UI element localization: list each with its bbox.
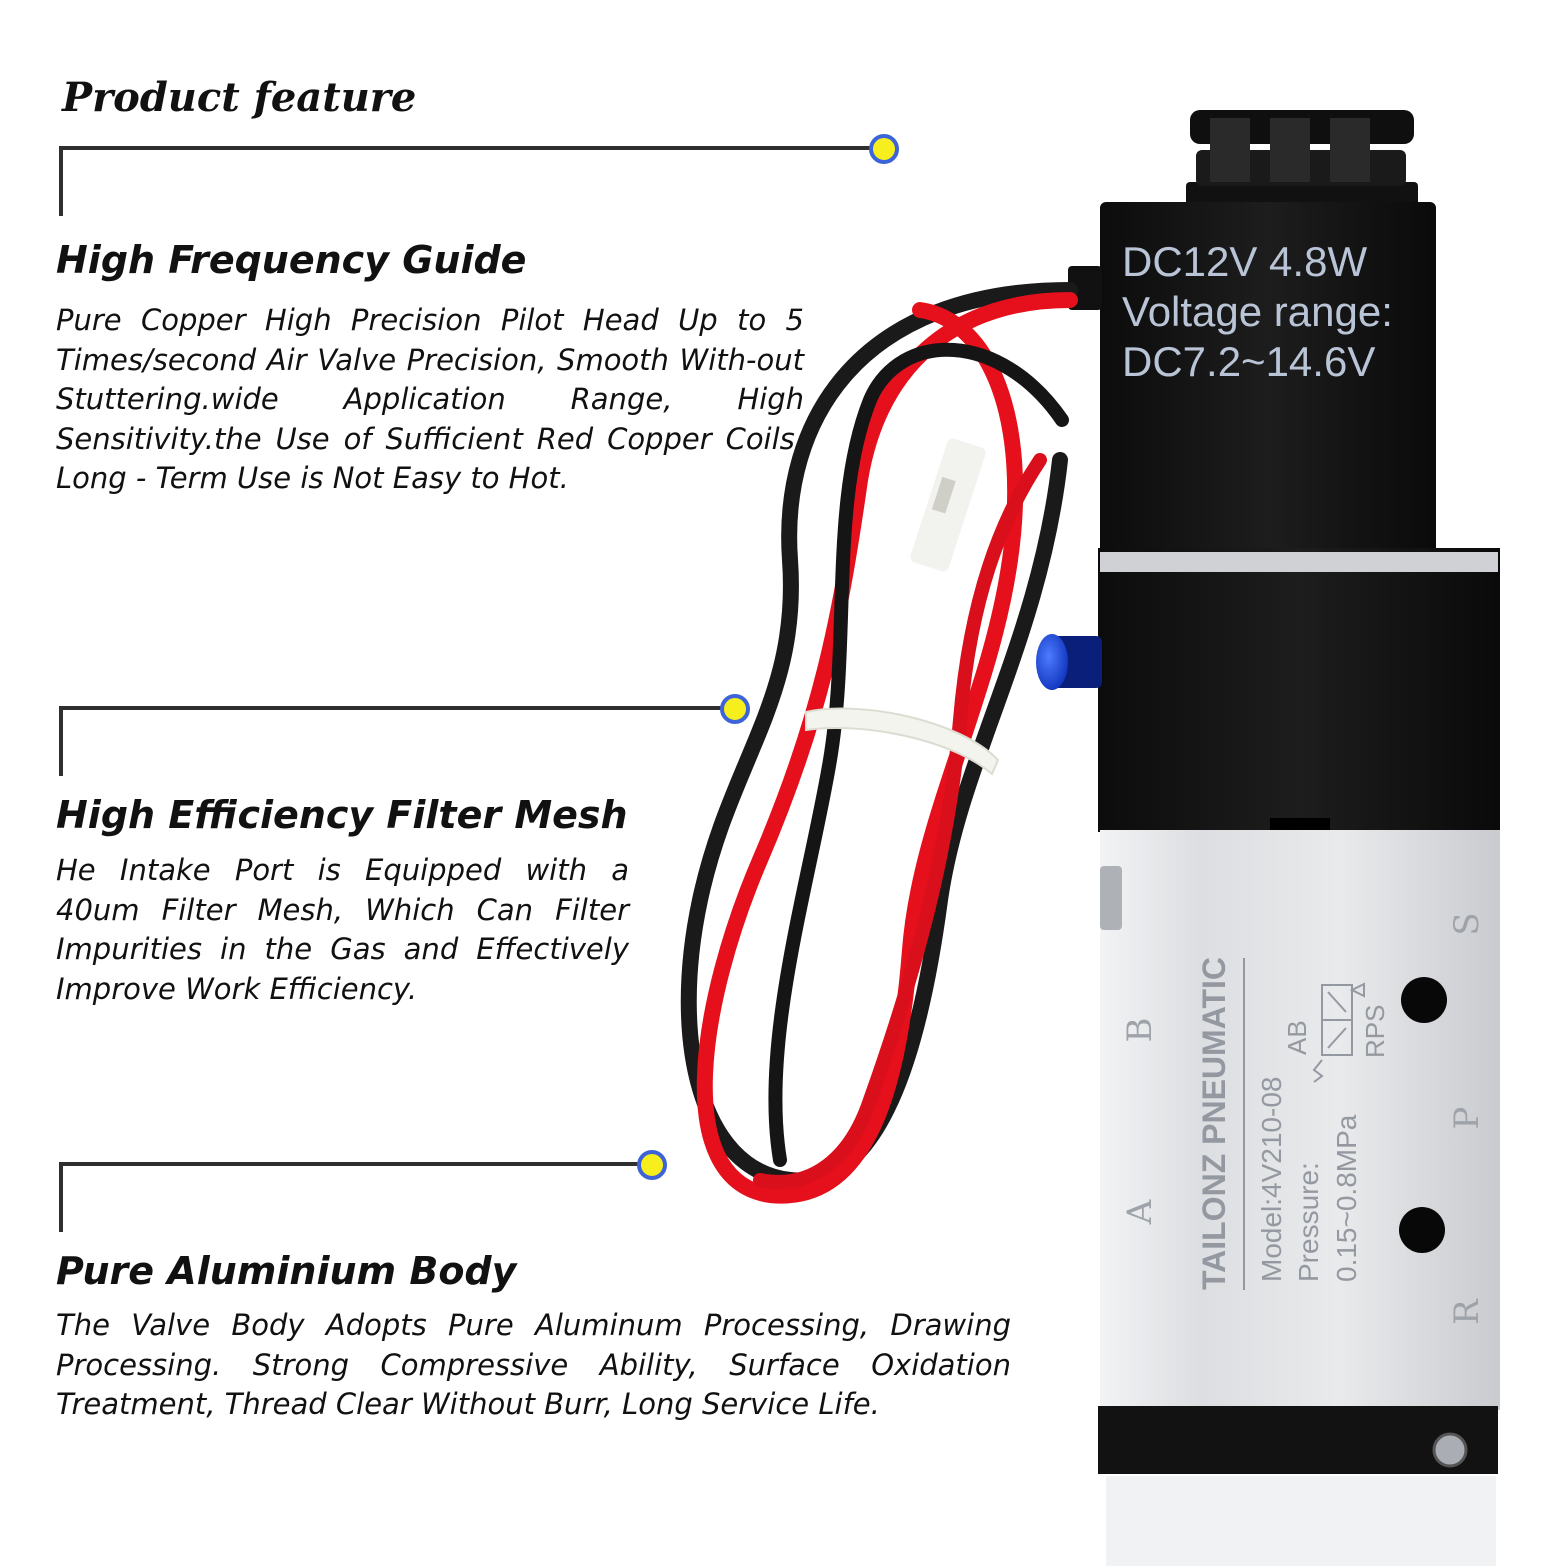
feature-description-2: He Intake Port is Equipped with a 40um F…	[56, 853, 629, 1006]
page-title: Product feature	[62, 74, 417, 121]
port-letter-a: A	[1120, 1199, 1160, 1225]
coil-voltage-range-label: Voltage range:	[1122, 288, 1393, 335]
cable-tie	[805, 707, 1000, 776]
lead-wires	[680, 282, 1078, 1204]
coil-voltage-range: DC7.2~14.6V	[1122, 338, 1375, 385]
connector-cap	[1186, 110, 1418, 208]
pressure-value: 0.15~0.8MPa	[1331, 1114, 1362, 1282]
feature-title-1: High Frequency Guide	[56, 238, 527, 282]
port-hole-upper	[1401, 977, 1447, 1023]
port-letter-b: B	[1120, 1018, 1160, 1043]
feature-title-3: Pure Aluminium Body	[56, 1249, 517, 1293]
model-label: Model:4V210-08	[1256, 1077, 1287, 1282]
aluminium-body	[1100, 830, 1500, 1410]
port-letter-p: P	[1447, 1107, 1487, 1130]
port-rps-label: RPS	[1360, 1005, 1390, 1058]
valve-schematic-symbol	[1312, 982, 1365, 1083]
port-letter-s: S	[1447, 912, 1487, 935]
feature-dot-3	[637, 1150, 667, 1180]
coil-rating: DC12V 4.8W	[1122, 238, 1367, 285]
manual-override-button	[1036, 634, 1102, 690]
port-letter-r: R	[1447, 1298, 1487, 1325]
feature-description-3: The Valve Body Adopts Pure Aluminum Proc…	[56, 1308, 1011, 1422]
coil-body	[1100, 202, 1436, 554]
feature-title-2: High Efficiency Filter Mesh	[56, 793, 628, 837]
feature-dot-1	[869, 134, 899, 164]
valve-upper-body	[1098, 548, 1500, 832]
port-ab-label: AB	[1282, 1020, 1312, 1055]
pressure-label: Pressure:	[1293, 1162, 1324, 1282]
port-hole-lower	[1399, 1207, 1445, 1253]
wire-terminal-plug	[910, 438, 986, 572]
feature-description-1: Pure Copper High Precision Pilot Head Up…	[56, 303, 804, 496]
brand-label: TAILONZ PNEUMATIC	[1196, 957, 1232, 1290]
feature-dot-2	[720, 694, 750, 724]
valve-end-cap	[1098, 1406, 1498, 1474]
